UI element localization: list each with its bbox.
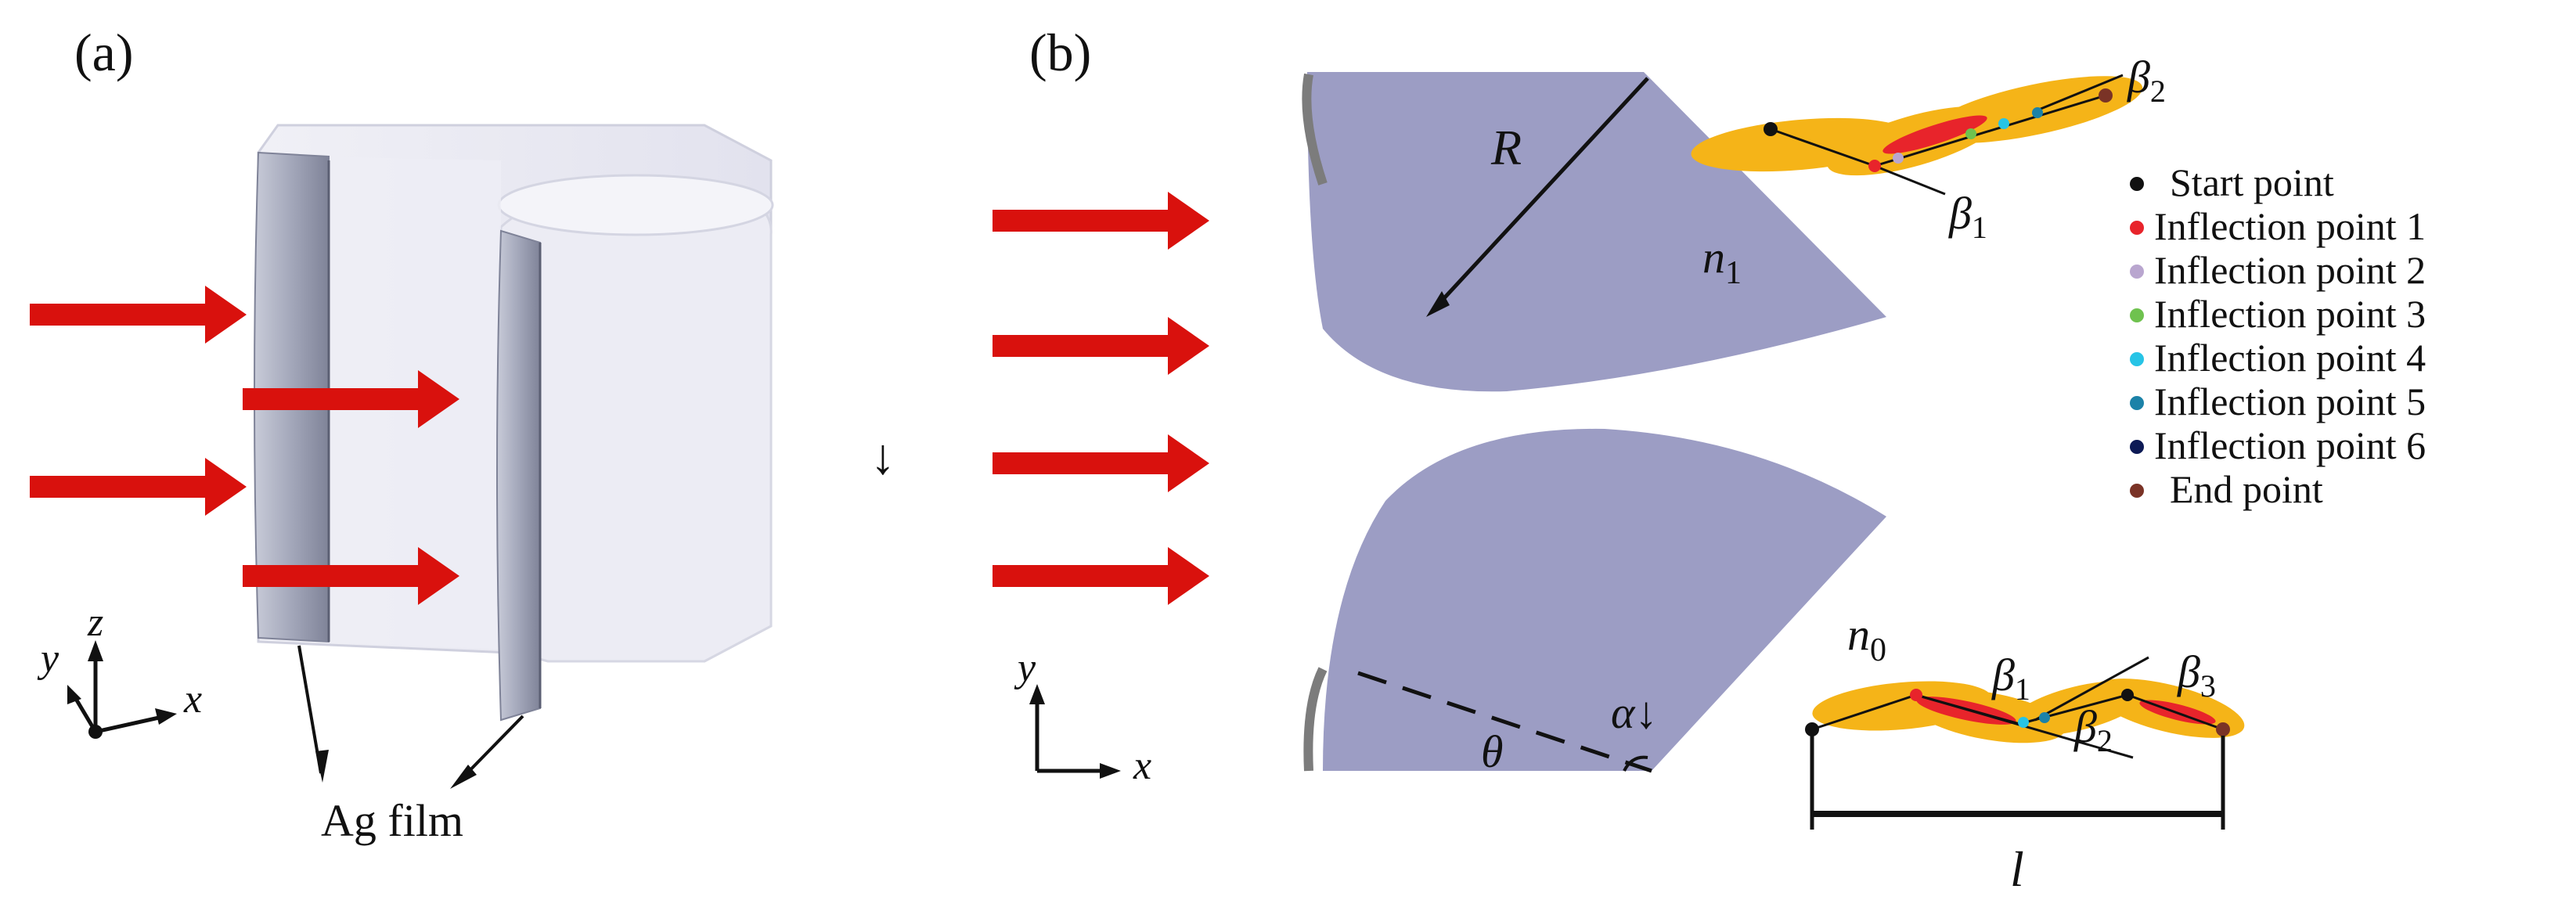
panel-a-label: (a): [74, 23, 133, 82]
cylinder-top-rim: [497, 174, 774, 236]
n1-label: n1: [1702, 232, 1742, 291]
legend-marker-7: [2130, 484, 2144, 498]
ag-film-right: [496, 229, 541, 722]
panel-a-incident-arrows: [30, 286, 459, 605]
beta-bottom-1: β1: [1991, 650, 2030, 707]
legend-label-2: Inflection point 2: [2154, 248, 2426, 292]
axis-a-z-label: z: [87, 600, 103, 645]
legend-marker-3: [2130, 308, 2144, 322]
legend-label-1: Inflection point 1: [2154, 204, 2426, 248]
beta-bottom-2: β2: [2073, 701, 2113, 758]
particle-chain-bottom: [1805, 656, 2245, 759]
radius-line: [1432, 77, 1649, 311]
ag-edge-upper: [1302, 73, 1328, 185]
arrow-b3: [993, 434, 1209, 492]
axis-a-x-label: x: [183, 677, 202, 722]
legend-marker-1: [2130, 221, 2144, 235]
arrow-a3: [30, 458, 247, 516]
legend-marker-0: [2130, 177, 2144, 191]
length-label: l: [2010, 841, 2024, 897]
radius-label: R: [1490, 120, 1522, 175]
lens-sector-upper: [1307, 72, 1886, 392]
legend-label-4: Inflection point 4: [2154, 336, 2426, 380]
legend-label-7: End point: [2170, 467, 2323, 511]
arrow-a4: [243, 547, 459, 605]
cylinder-3d-illustration: [254, 124, 774, 722]
n0-label: n0: [1847, 609, 1886, 668]
legend-label-0: Start point: [2170, 160, 2334, 204]
lens-sector-lower: [1323, 428, 1886, 771]
panel-b-incident-arrows: [993, 192, 1209, 605]
arrow-a1: [30, 286, 247, 344]
ag-edge-lower: [1303, 667, 1328, 772]
axis-a-y-label: y: [37, 636, 59, 681]
arrow-a2: [243, 370, 459, 428]
length-bracket: [1810, 736, 2225, 830]
particle-chain-top: [1691, 74, 2143, 196]
down-arrow-glyph: ↓: [870, 429, 895, 484]
legend-marker-2: [2130, 265, 2144, 279]
alpha-arc: [1623, 755, 1648, 772]
axis-b-y-label: y: [1014, 646, 1036, 690]
beta-top-2: β2: [2127, 52, 2166, 109]
legend-label-6: Inflection point 6: [2154, 423, 2426, 467]
arrow-b4: [993, 547, 1209, 605]
cylinder-cavity: [499, 182, 773, 663]
arrow-b2: [993, 317, 1209, 375]
arrow-b1: [993, 192, 1209, 250]
beta-bottom-3: β3: [2177, 646, 2216, 704]
alpha-label: α↓: [1611, 687, 1657, 738]
theta-label: θ: [1481, 726, 1504, 777]
legend-label-3: Inflection point 3: [2154, 292, 2426, 336]
angle-dashed-line: [1357, 671, 1652, 773]
beta-top-1: β1: [1948, 188, 1987, 245]
axis-b-x-label: x: [1133, 743, 1151, 788]
legend-marker-4: [2130, 352, 2144, 366]
axis-triad-b: y x: [1014, 646, 1151, 788]
ag-film-label: Ag film: [321, 795, 463, 846]
legend-marker-6: [2130, 440, 2144, 454]
legend-label-5: Inflection point 5: [2154, 380, 2426, 423]
axis-triad-a: y z x: [37, 600, 202, 739]
panel-b-label: (b): [1029, 23, 1091, 82]
legend-marker-5: [2130, 396, 2144, 410]
